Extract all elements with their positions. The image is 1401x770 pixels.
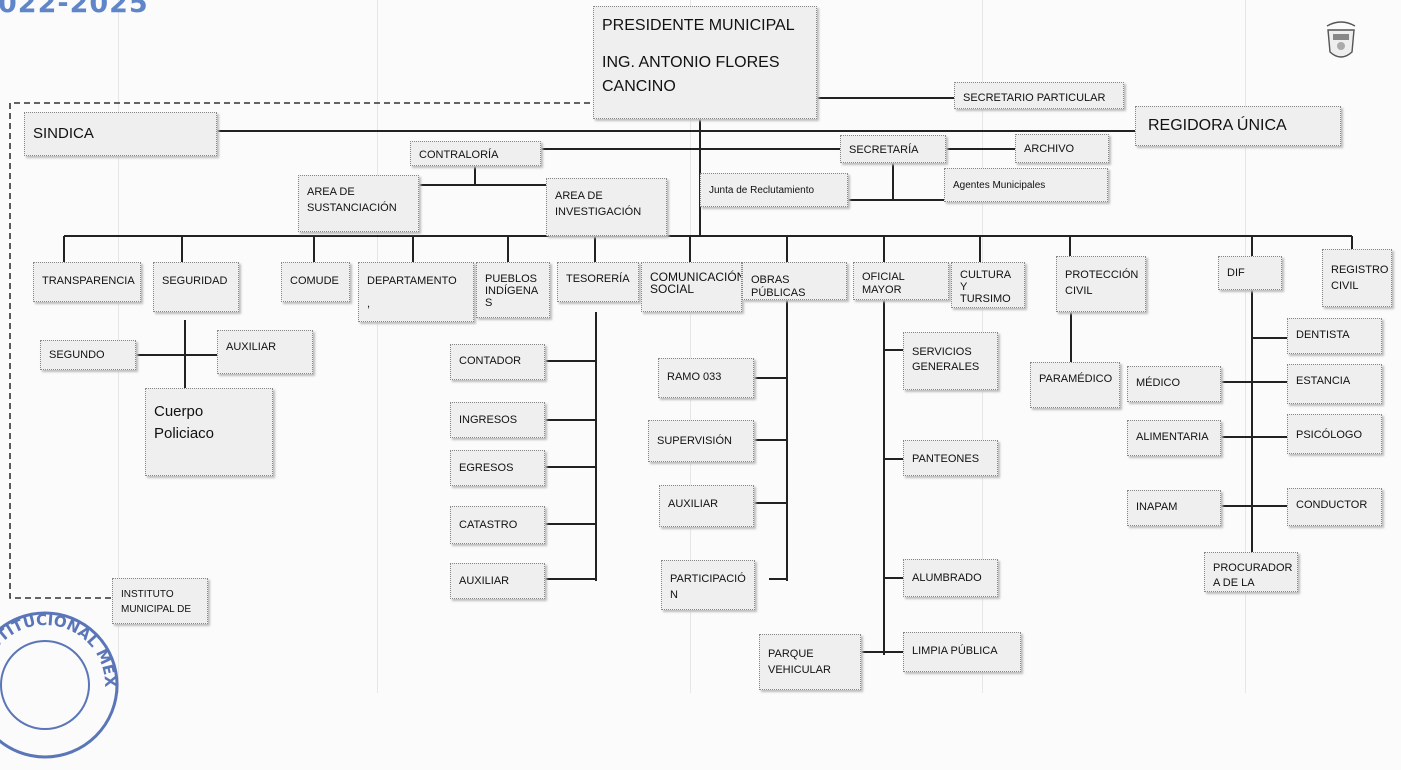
scan-line [377,0,378,693]
president-name: ING. ANTONIO FLORES CANCINO [602,54,780,95]
paramedico-box: PARAMÉDICO [1030,362,1120,408]
supervision-box: SUPERVISIÓN [648,420,754,462]
conductor-box: CONDUCTOR [1287,488,1382,526]
alumbrado-box: ALUMBRADO [903,559,998,597]
catastro-box: CATASTRO [450,506,545,544]
procurador-box: PROCURADOR A DE LA [1204,552,1298,592]
tesoreria-box: TESORERÍA [557,262,639,302]
municipal-seal-icon [1326,21,1356,58]
contador-box: CONTADOR [450,344,545,380]
panteones-box: PANTEONES [903,440,998,476]
regidora-box: REGIDORA ÚNICA [1135,106,1341,146]
servicios-generales-box: SERVICIOS GENERALES [903,332,998,390]
period-heading: 022-2025 [0,0,149,19]
president-title: PRESIDENTE MUNICIPAL [602,17,795,34]
estancia-box: ESTANCIA [1287,364,1382,404]
segundo-box: SEGUNDO [40,340,136,370]
pueblos-indigenas-box: PUEBLOS INDÍGENA S [476,262,550,318]
comunicacion-social-box: COMUNICACIÓN SOCIAL [641,262,742,312]
secretario-particular-box: SECRETARIO PARTICULAR [954,82,1124,109]
obras-publicas-box: OBRAS PÚBLICAS [742,262,847,300]
participacion-box: PARTICIPACIÓ N [661,560,755,610]
auxiliar-obras-box: AUXILIAR [659,485,754,527]
parque-vehicular-box: PARQUE VEHICULAR [759,634,861,690]
archivo-box: ARCHIVO [1015,134,1109,163]
egresos-box: EGRESOS [450,450,545,486]
registro-civil-box: REGISTRO CIVIL [1322,249,1392,307]
dif-label: DIF [1227,267,1245,279]
ramo-033-box: RAMO 033 [658,358,754,398]
comude-box: COMUDE [281,262,350,302]
agentes-municipales-box: Agentes Municipales [944,168,1108,202]
contraloria-box: CONTRALORÍA [410,141,541,166]
president-box: PRESIDENTE MUNICIPAL ING. ANTONIO FLORES… [593,6,817,119]
psicologo-box: PSICÓLOGO [1287,414,1382,454]
transparencia-box: TRANSPARENCIA [33,262,141,302]
area-sustanciacion-box: AREA DE SUSTANCIACIÓN [298,175,419,232]
dif-box: DIF [1218,256,1282,290]
limpia-publica-box: LIMPIA PÚBLICA [903,632,1021,672]
secretaria-box: SECRETARÍA [840,135,946,163]
oficial-mayor-box: OFICIAL MAYOR [853,262,949,300]
auxiliar-tesoreria-box: AUXILIAR [450,563,545,599]
official-stamp: CONSTITUCIONAL MEXICO [0,600,119,759]
junta-reclutamiento-box: Junta de Reclutamiento [700,173,848,207]
seguridad-box: SEGURIDAD [153,262,239,312]
cuerpo-policiaco-box: Cuerpo Policiaco [145,388,273,476]
org-chart-connectors [9,86,1353,655]
departamento-label: DEPARTAMENTO [367,275,457,287]
scan-line [690,0,691,693]
scan-line [1245,0,1246,693]
sindica-box: SINDICA [24,112,217,156]
departamento-box: DEPARTAMENTO , [358,262,474,322]
medico-box: MÉDICO [1127,366,1221,402]
alimentaria-box: ALIMENTARIA [1127,420,1221,456]
inapam-box: INAPAM [1127,490,1221,526]
ingresos-box: INGRESOS [450,402,545,438]
cultura-turismo-box: CULTURA Y TURSIMO [951,262,1025,308]
area-investigacion-box: AREA DE INVESTIGACIÓN [546,178,667,236]
departamento-mark: , [367,298,371,310]
dentista-box: DENTISTA [1287,318,1382,354]
proteccion-civil-box: PROTECCIÓN CIVIL [1056,256,1146,312]
auxiliar-seguridad-box: AUXILIAR [217,330,313,374]
instituto-municipal-box: INSTITUTO MUNICIPAL DE [112,578,208,624]
